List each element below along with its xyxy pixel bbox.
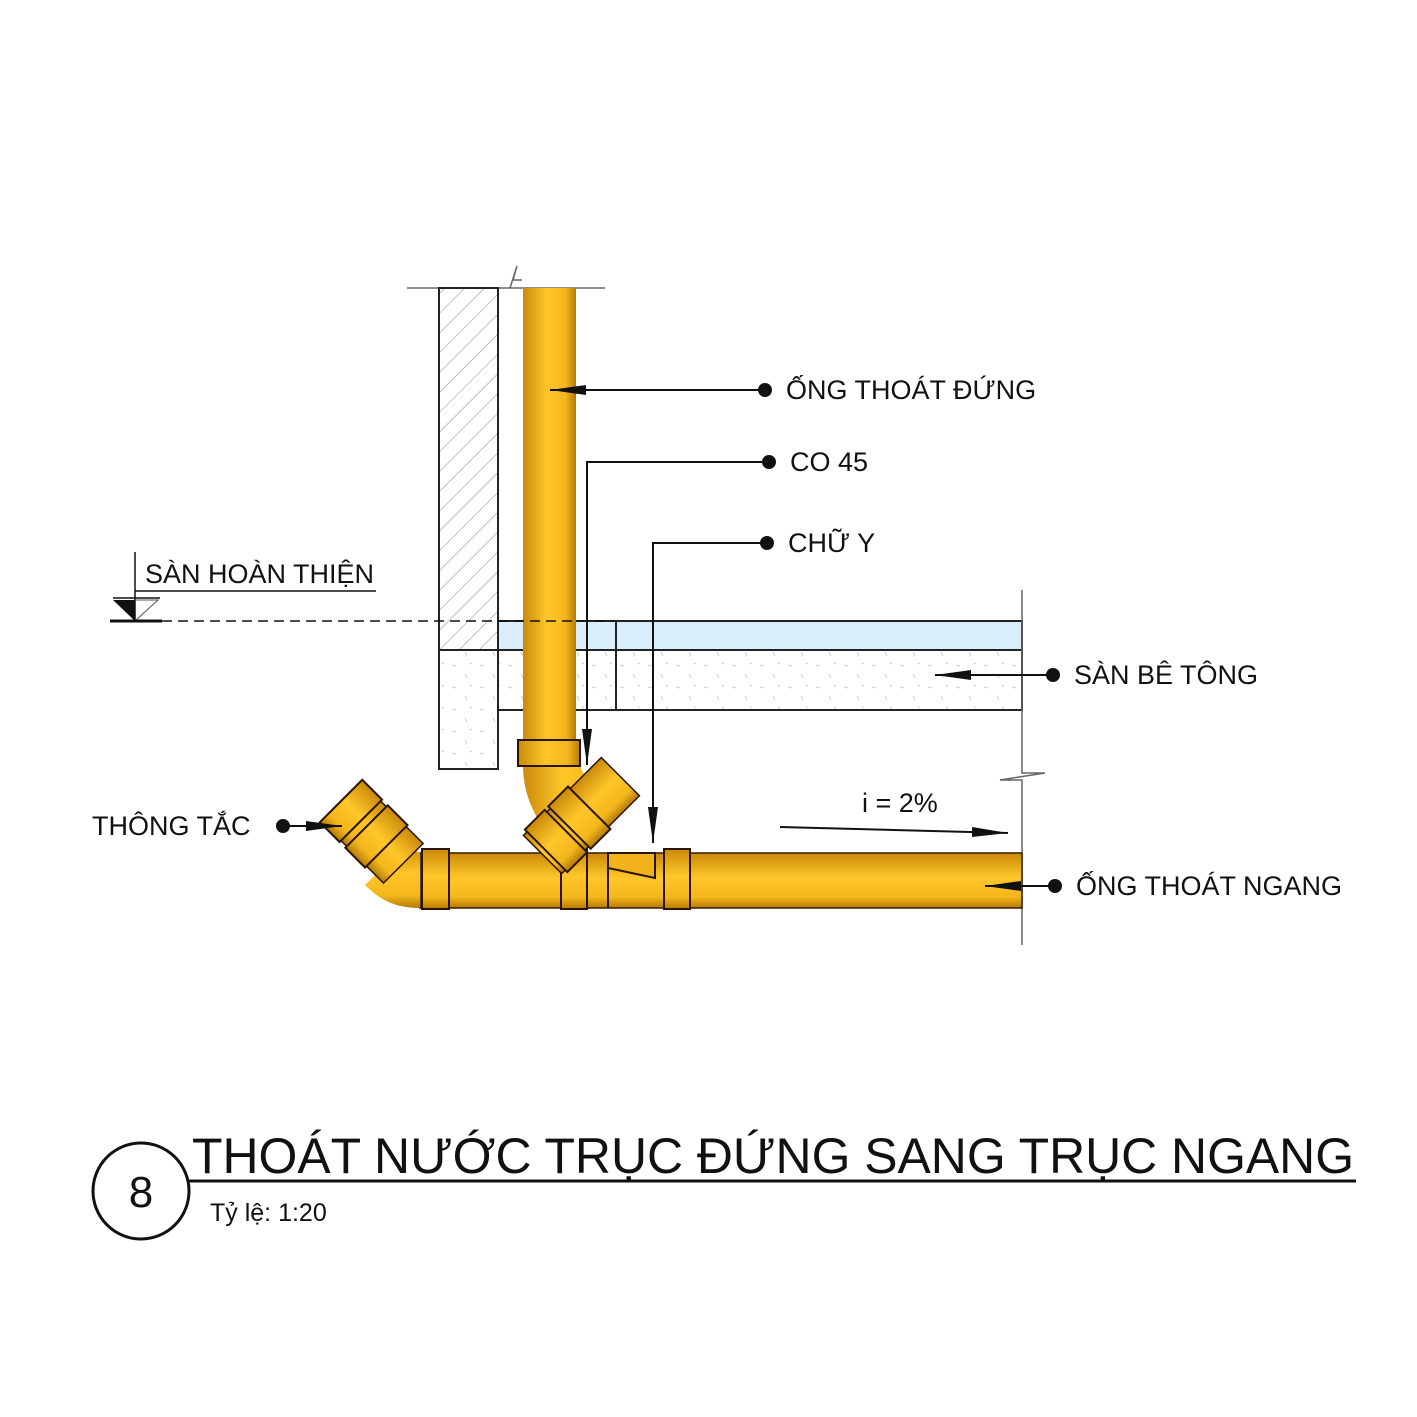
title-block: 8 THOÁT NƯỚC TRỤC ĐỨNG SANG TRỤC NGANG T… xyxy=(91,1128,1356,1241)
cleanout-fitting xyxy=(318,778,425,908)
slope-indicator: i = 2% xyxy=(779,788,1009,838)
leader-horizontal-pipe: ỐNG THOÁT NGANG xyxy=(985,869,1342,901)
wall xyxy=(407,265,605,770)
label-finished-floor: SÀN HOÀN THIỆN xyxy=(145,558,374,589)
leader-elbow-45: CO 45 xyxy=(582,447,868,765)
detail-scale: Tỷ lệ: 1:20 xyxy=(210,1199,327,1227)
leader-wye: CHỮ Y xyxy=(648,527,875,843)
label-concrete-slab: SÀN BÊ TÔNG xyxy=(1074,659,1258,690)
label-slope: i = 2% xyxy=(862,788,938,818)
leader-cleanout: THÔNG TẮC xyxy=(92,810,342,841)
leader-vertical-pipe: ỐNG THOÁT ĐỨNG xyxy=(550,373,1036,405)
detail-title: THOÁT NƯỚC TRỤC ĐỨNG SANG TRỤC NGANG xyxy=(192,1128,1354,1184)
leader-concrete-slab: SÀN BÊ TÔNG xyxy=(935,659,1258,690)
floor-slab xyxy=(497,590,1046,945)
horizontal-pipe xyxy=(419,848,1023,910)
label-horizontal-pipe: ỐNG THOÁT NGANG xyxy=(1076,869,1342,901)
elbow-45-and-wye xyxy=(522,756,641,875)
finished-floor-marker: SÀN HOÀN THIỆN xyxy=(110,552,616,623)
detail-number: 8 xyxy=(129,1168,153,1217)
label-vertical-pipe: ỐNG THOÁT ĐỨNG xyxy=(786,373,1036,405)
label-wye: CHỮ Y xyxy=(788,527,875,558)
label-cleanout: THÔNG TẮC xyxy=(92,810,251,841)
label-elbow-45: CO 45 xyxy=(790,447,868,477)
